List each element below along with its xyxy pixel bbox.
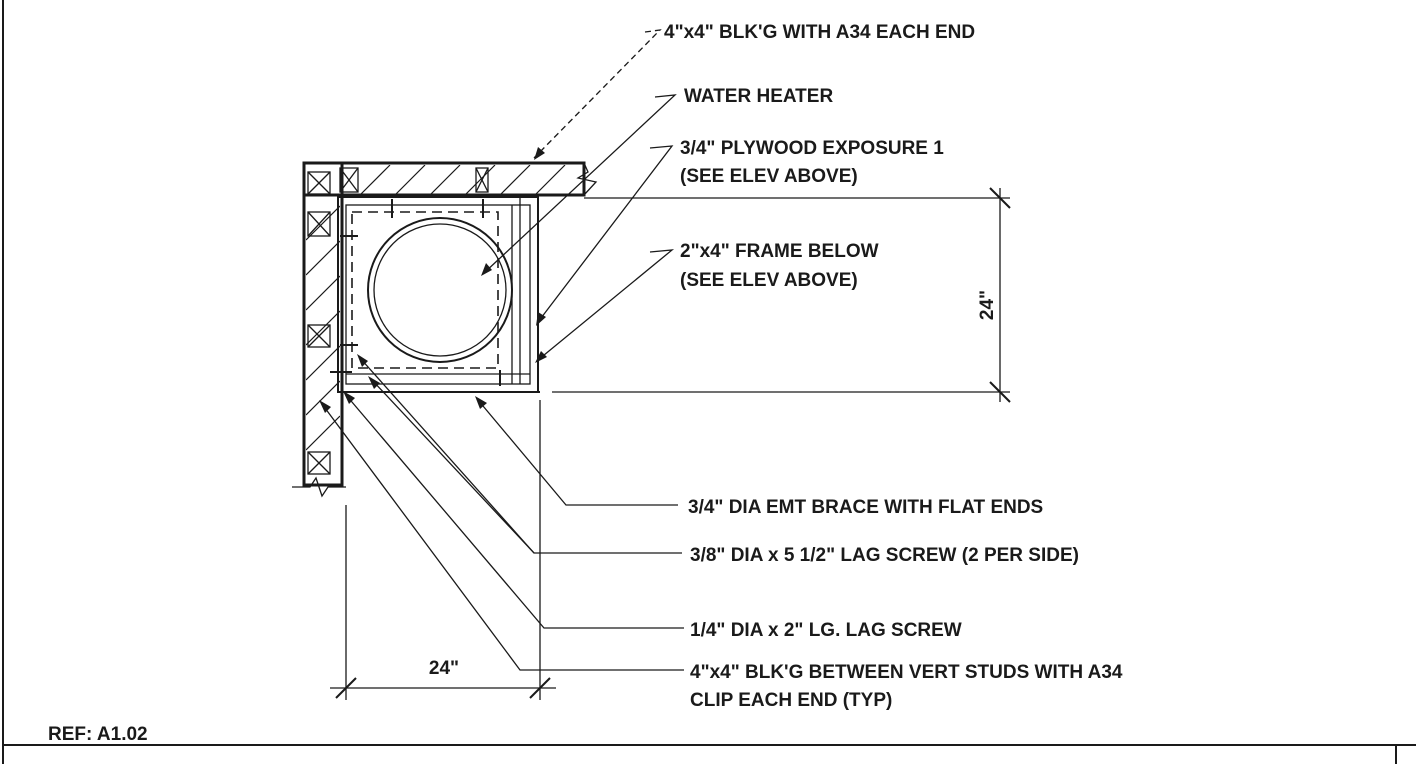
reference-label: REF: A1.02 (48, 724, 148, 745)
leader-emt-brace (475, 396, 678, 506)
lag-screw-small-note: 1/4" DIA x 2" LG. LAG SCREW (690, 620, 962, 641)
blocking-top-note: 4"x4" BLK'G WITH A34 EACH END (664, 22, 975, 43)
leader-frame (535, 249, 675, 363)
plywood-note-line1: 3/4" PLYWOOD EXPOSURE 1 (680, 138, 944, 159)
frame-below-outline (351, 211, 499, 369)
plywood-note-line2: (SEE ELEV ABOVE) (680, 166, 858, 187)
water-heater-outer (367, 217, 513, 363)
emt-brace-note: 3/4" DIA EMT BRACE WITH FLAT ENDS (688, 497, 1043, 518)
leader-water-heater (481, 94, 677, 276)
vertical-dimension-label: 24" (977, 290, 998, 320)
wall-section (292, 161, 598, 498)
lag-screw-large-note: 3/8" DIA x 5 1/2" LAG SCREW (2 PER SIDE) (690, 545, 1079, 566)
horizontal-dimension (330, 677, 556, 699)
leader-blocking-top (533, 29, 662, 160)
leader-lag-screw-small (343, 391, 684, 629)
blocking-bottom-note-line2: CLIP EACH END (TYP) (690, 690, 892, 711)
leader-plywood (536, 145, 674, 326)
blocking-bottom-note-line1: 4"x4" BLK'G BETWEEN VERT STUDS WITH A34 (690, 662, 1123, 683)
extension-lines (345, 197, 1010, 700)
lag-screws (330, 199, 501, 386)
leader-blocking-bottom (319, 400, 684, 671)
frame-note-line1: 2"x4" FRAME BELOW (680, 241, 879, 262)
water-heater-inner (373, 223, 507, 357)
horizontal-dimension-label: 24" (429, 658, 459, 679)
leader-lag-screw-large (357, 354, 682, 554)
vertical-dimension (989, 187, 1011, 403)
frame-note-line2: (SEE ELEV ABOVE) (680, 270, 858, 291)
water-heater-note: WATER HEATER (684, 86, 833, 107)
